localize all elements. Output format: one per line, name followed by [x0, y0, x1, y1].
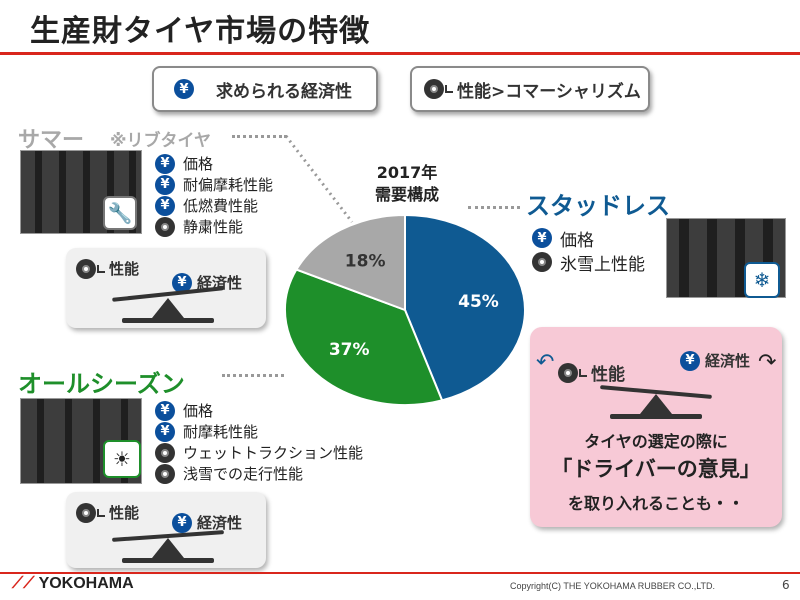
yen-icon: ¥	[155, 174, 175, 195]
list-item: ¥価格	[532, 226, 645, 251]
allseason-heading: オールシーズン	[18, 370, 185, 398]
yen-icon: ¥	[155, 195, 175, 216]
pie-title: 2017年 需要構成	[374, 163, 439, 204]
yen-icon: ¥	[172, 512, 192, 533]
pie-slice-summer	[294, 213, 406, 312]
page-title: 生産財タイヤ市場の特徴	[30, 14, 371, 49]
summer-leader-diagonal	[284, 135, 354, 223]
pink-scale-performance-label: 性能	[558, 360, 625, 385]
tire-icon	[424, 79, 444, 99]
pie-label-summer: 18%	[345, 251, 386, 271]
allseason-feature-list: ¥価格 ¥耐摩耗性能 ウェットトラクション性能 浅雪での走行性能	[155, 400, 363, 484]
summer-heading: サマー	[18, 128, 85, 153]
weather-icon: ☀	[103, 440, 141, 478]
driver-opinion-line1: タイヤの選定の際に	[584, 432, 728, 451]
list-item: ¥耐摩耗性能	[155, 421, 363, 442]
footer-divider	[0, 572, 800, 574]
yen-icon: ¥	[172, 272, 192, 293]
yen-icon: ¥	[174, 79, 194, 99]
pie-label-allseason: 37%	[329, 340, 370, 360]
list-item: ¥耐偏摩耗性能	[155, 174, 273, 195]
tire-icon	[155, 442, 175, 463]
logo-mark-icon: ⟋⟋	[12, 575, 35, 592]
studless-feature-list: ¥価格 氷雪上性能	[532, 226, 645, 275]
yen-icon: ¥	[155, 421, 175, 442]
scale-performance-label: 性能	[76, 502, 139, 523]
pink-scale-economy-label: ¥経済性	[680, 350, 750, 371]
list-item: ウェットトラクション性能	[155, 442, 363, 463]
summer-leader-line	[232, 135, 287, 138]
list-item: ¥低燃費性能	[155, 195, 273, 216]
yen-icon: ¥	[155, 153, 175, 174]
tire-motion-icon	[445, 85, 453, 93]
title-divider	[0, 52, 800, 55]
scale-base	[122, 558, 214, 563]
scale-pivot	[152, 298, 184, 318]
driver-opinion-line2: 「ドライバーの意見」	[551, 457, 761, 481]
pink-scale-pivot	[640, 394, 672, 414]
scale-pivot	[152, 538, 184, 558]
summer-tire-photo	[20, 150, 142, 234]
curved-arrow-right-icon: ↷	[758, 350, 777, 375]
studless-leader-line	[468, 206, 520, 209]
list-item: ¥価格	[155, 400, 363, 421]
tire-icon	[76, 502, 96, 523]
yen-icon: ¥	[680, 350, 700, 371]
tire-icon	[558, 362, 578, 383]
yokohama-logo: ⟋⟋ YOKOHAMA	[12, 575, 134, 592]
performance-pill-label: 性能>コマーシャリズム	[457, 81, 641, 102]
studless-heading: スタッドレス	[526, 192, 670, 220]
pie-slice-allseason	[284, 268, 444, 406]
driver-opinion-box	[530, 327, 782, 527]
driver-opinion-line3: を取り入れることも・・	[567, 494, 744, 513]
scale-performance-label: 性能	[76, 258, 139, 279]
list-item: ¥価格	[155, 153, 273, 174]
performance-pill: 性能>コマーシャリズム	[410, 66, 650, 112]
summer-subheading: ※リブタイヤ	[110, 131, 212, 151]
scale-base	[122, 318, 214, 323]
demand-pie-chart: 45% 37% 18%	[284, 213, 526, 406]
yen-icon: ¥	[532, 228, 552, 248]
wrench-fuel-icon: 🔧	[103, 196, 137, 230]
tire-icon	[155, 216, 175, 237]
pie-label-studless: 45%	[458, 292, 499, 312]
list-item: 浅雪での走行性能	[155, 463, 363, 484]
scale-economy-label: ¥経済性	[172, 512, 242, 533]
list-item: 氷雪上性能	[532, 250, 645, 275]
tire-icon	[76, 258, 96, 279]
snowflake-icon: ❄	[744, 262, 780, 298]
allseason-leader-line	[222, 374, 284, 377]
economy-pill-label: 求められる経済性	[216, 81, 352, 102]
list-item: 静粛性能	[155, 216, 273, 237]
economy-pill: ¥ 求められる経済性	[152, 66, 378, 112]
curved-arrow-left-icon: ↶	[536, 350, 555, 375]
summer-feature-list: ¥価格 ¥耐偏摩耗性能 ¥低燃費性能 静粛性能	[155, 153, 273, 237]
tire-icon	[532, 252, 552, 272]
pink-scale-base	[610, 414, 702, 419]
tire-icon	[155, 463, 175, 484]
copyright-text: Copyright(C) THE YOKOHAMA RUBBER CO.,LTD…	[510, 581, 716, 591]
pie-slice-studless	[404, 213, 526, 402]
yen-icon: ¥	[155, 400, 175, 421]
allseason-scale-box: 性能 ¥経済性	[66, 492, 266, 568]
summer-scale-box: 性能 ¥経済性	[66, 248, 266, 328]
page-number: 6	[782, 578, 790, 592]
